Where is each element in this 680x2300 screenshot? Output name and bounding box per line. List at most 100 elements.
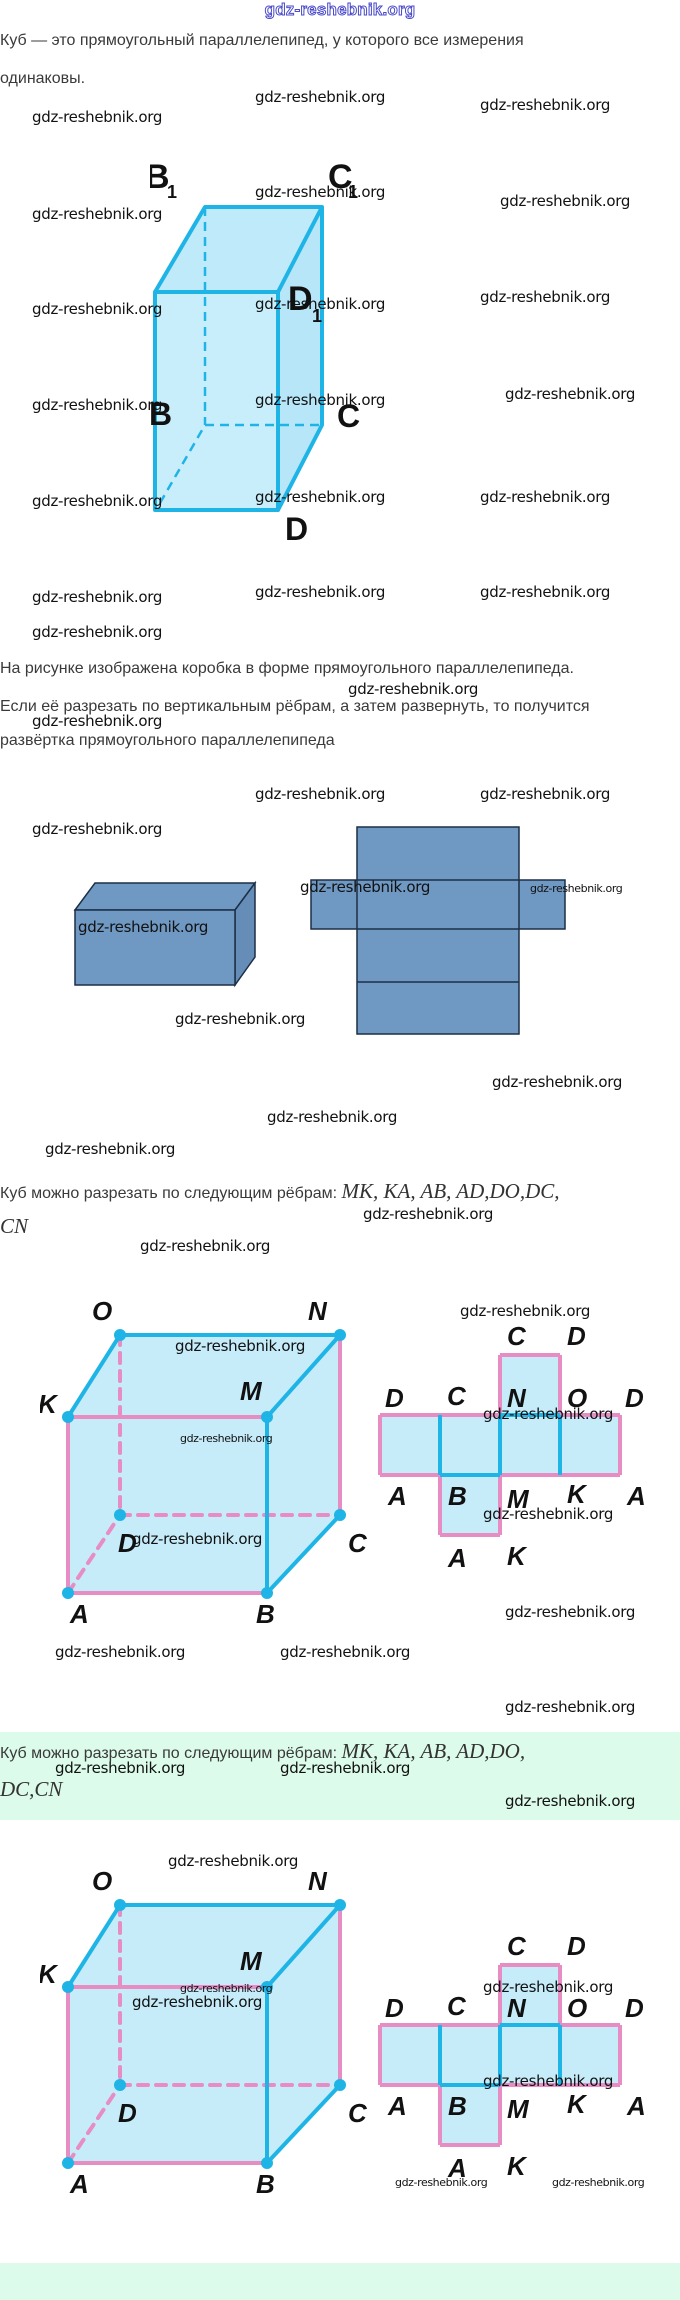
net-label-low-K: K	[507, 2151, 528, 2181]
net-label-top-D: D	[567, 1321, 586, 1351]
watermark-text: gdz-reshebnik.org	[168, 1852, 299, 1870]
watermark-text: gdz-reshebnik.org	[505, 1698, 636, 1716]
cube-fill	[68, 1905, 340, 2163]
vertex-M	[261, 1981, 273, 1993]
label-O: O	[92, 1866, 112, 1896]
label-B: B	[150, 396, 172, 432]
watermark-text: gdz-reshebnik.org	[267, 1108, 398, 1126]
watermark-text: gdz-reshebnik.org	[32, 492, 163, 510]
vertex-C	[334, 2079, 346, 2091]
watermark-text: gdz-reshebnik.org	[483, 1978, 614, 1996]
vertex-M	[261, 1411, 273, 1423]
watermark-text: gdz-reshebnik.org	[140, 1237, 271, 1255]
vertex-N	[334, 1899, 346, 1911]
label-O: O	[92, 1296, 112, 1326]
edge-KO	[66, 1333, 122, 1419]
edge-MN	[265, 1333, 342, 1419]
watermark-text: gdz-reshebnik.org	[480, 288, 611, 306]
cube-diagram: B 1 C 1 A 1 D 1 B C A D	[150, 160, 360, 547]
net-label-top-C: C	[507, 1931, 527, 1961]
vertex-D	[114, 1509, 126, 1521]
watermark-text: gdz-reshebnik.org	[175, 1010, 306, 1028]
watermark-text: gdz-reshebnik.org	[32, 205, 163, 223]
net-label-D2: D	[625, 1993, 644, 2023]
cube-definition-line2: одинаковы.	[0, 70, 86, 87]
net-square-bottom	[440, 1475, 500, 1535]
vertex-B	[261, 1587, 273, 1599]
net-label-O: O	[567, 1383, 587, 1413]
watermark-text: gdz-reshebnik.org	[78, 918, 209, 936]
net-label-low-K: K	[507, 1541, 528, 1571]
net-square-bottom	[440, 2085, 500, 2145]
watermark-text: gdz-reshebnik.org	[480, 583, 611, 601]
net-label-A2: A	[626, 1481, 646, 1511]
net-square-2	[500, 1415, 560, 1475]
net-label-A1: A	[387, 2091, 407, 2121]
net-label-D1: D	[385, 1383, 404, 1413]
net-label-M: M	[507, 1484, 530, 1514]
vertex-O	[114, 1899, 126, 1911]
answer-prefix: Куб можно разрезать по следующим рёбрам:	[0, 1745, 342, 1762]
watermark-text: gdz-reshebnik.org	[483, 1505, 614, 1523]
edge-KO	[66, 1903, 122, 1989]
net-square-2	[500, 2025, 560, 2085]
cube-top-face	[155, 207, 322, 292]
watermark-text: gdz-reshebnik.org	[55, 1643, 186, 1661]
watermark-text: gdz-reshebnik.org	[255, 183, 386, 201]
net-label-top-D: D	[567, 1931, 586, 1961]
watermark-text: gdz-reshebnik.org	[255, 785, 386, 803]
label-B: B	[256, 2169, 275, 2199]
answer-cube-diagram: ONKMDCAB	[40, 1866, 368, 2199]
cut-edges-list-cont: CN	[0, 1214, 29, 1238]
vertex-B	[261, 2157, 273, 2169]
edge-AD	[66, 2083, 122, 2165]
vertex-A	[62, 1587, 74, 1599]
watermark-text: gdz-reshebnik.org	[32, 396, 163, 414]
net-square-3	[560, 1415, 620, 1475]
net-square-top	[500, 1355, 560, 1415]
label-C: C	[348, 2098, 368, 2128]
cut-edges-prefix: Куб можно разрезать по следующим рёбрам:	[0, 1185, 342, 1202]
watermark-text: gdz-reshebnik.org	[300, 878, 431, 896]
net-label-K: K	[567, 1479, 588, 1509]
watermark-text: gdz-reshebnik.org	[280, 1759, 411, 1777]
watermark-text: gdz-reshebnik.org	[32, 588, 163, 606]
box-text-line3: развёртка прямоугольного параллелепипеда	[0, 732, 335, 749]
net-label-C: C	[447, 1991, 467, 2021]
watermark-text: gdz-reshebnik.org	[32, 108, 163, 126]
cube-top-outline	[153, 205, 324, 294]
cube-front-face	[155, 292, 278, 510]
box-and-net-diagram	[73, 826, 566, 1035]
labeled-cube-diagram: ONKMDCAB	[40, 1296, 368, 1629]
net-square-0	[380, 2025, 440, 2085]
label-K: K	[40, 1959, 59, 1989]
net-label-low-A: A	[447, 1543, 467, 1573]
net-label-K: K	[567, 2089, 588, 2119]
site-logo[interactable]: gdz-reshebnik.org	[264, 0, 416, 20]
watermark-text: gdz-reshebnik.org	[175, 1337, 306, 1355]
watermark-text: gdz-reshebnik.org	[255, 295, 386, 313]
watermark-text: gdz-reshebnik.org	[480, 488, 611, 506]
net-label-B: B	[448, 1481, 467, 1511]
vertex-A	[62, 2157, 74, 2169]
watermark-text: gdz-reshebnik.org	[480, 96, 611, 114]
watermark-text: gdz-reshebnik.org	[492, 1073, 623, 1091]
edge-BC	[265, 2083, 342, 2165]
label-B: B	[256, 1599, 275, 1629]
net-label-top-C: C	[507, 1321, 527, 1351]
watermark-text: gdz-reshebnik.org	[45, 1140, 176, 1158]
watermark-text: gdz-reshebnik.org	[132, 1993, 263, 2011]
watermark-text: gdz-reshebnik.org	[132, 1530, 263, 1548]
label-D: D	[285, 511, 308, 547]
watermark-text: gdz-reshebnik.org	[460, 1302, 591, 1320]
cut-edges-text-line2: CN	[0, 1207, 28, 1248]
watermark-text: gdz-reshebnik.org	[505, 1792, 636, 1810]
net-horizontal-strip	[310, 879, 566, 930]
label-B1-sub: 1	[167, 182, 177, 202]
net-label-D2: D	[625, 1383, 644, 1413]
vertex-K	[62, 1981, 74, 1993]
vertex-D	[114, 2079, 126, 2091]
watermark-text: gdz-reshebnik.org	[483, 1405, 614, 1423]
